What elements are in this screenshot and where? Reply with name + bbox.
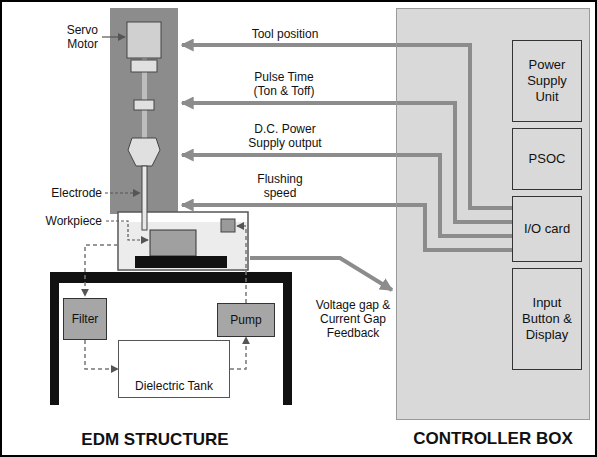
- callout-label: Servo Motor: [50, 23, 98, 51]
- flush-nozzle: [221, 219, 235, 232]
- table-leg: [50, 283, 59, 405]
- feedback-line: [250, 258, 392, 290]
- work-tank: [118, 212, 248, 270]
- module-label: Input Button & Display: [517, 295, 577, 343]
- base-plate: [135, 256, 227, 268]
- section-heading: EDM STRUCTURE: [55, 430, 255, 450]
- callout-label: Electrode: [44, 186, 102, 200]
- module-box: PSOC: [512, 128, 582, 190]
- label-box: Voltage gap & Current Gap Feedback: [312, 298, 394, 340]
- tank-box: Dielectric Tank: [118, 340, 230, 398]
- electrode: [142, 166, 147, 230]
- label-box: Flushing speed: [250, 172, 310, 200]
- flow-arrow: [230, 337, 246, 369]
- label-box: D.C. Power Supply output: [240, 122, 330, 150]
- unit-label: Pump: [230, 313, 261, 327]
- spindle-block: [134, 100, 154, 110]
- label-box: Servo Motor: [50, 23, 98, 51]
- leader-lines: [102, 37, 148, 240]
- module-label: I/O card: [524, 221, 570, 237]
- label-box: Pulse Time (Ton & Toff): [245, 70, 323, 98]
- filter-box: Filter: [63, 298, 107, 340]
- table-top: [50, 272, 292, 283]
- pump-box: Pump: [217, 303, 275, 337]
- signal-label: D.C. Power Supply output: [240, 122, 330, 150]
- signal-line: [182, 155, 512, 236]
- signal-label: Voltage gap & Current Gap Feedback: [312, 298, 394, 340]
- table-leg: [283, 283, 292, 405]
- servo-motor: [127, 22, 161, 58]
- coupling: [131, 60, 157, 72]
- flush-line: [85, 245, 118, 296]
- unit-label: Filter: [72, 312, 99, 326]
- module-box: Input Button & Display: [512, 268, 582, 370]
- workpiece: [150, 230, 196, 256]
- flow-arrow: [85, 340, 118, 369]
- label-box: Workpiece: [40, 214, 102, 228]
- module-box: I/O card: [512, 196, 582, 262]
- label-box: Electrode: [44, 186, 102, 200]
- signal-line: [182, 205, 512, 250]
- controller-box: CONTROLLER BOXPower Supply UnitPSOCI/O c…: [396, 8, 590, 420]
- signal-lines: [182, 45, 512, 290]
- leader-line: [105, 192, 140, 193]
- flush-line: [237, 226, 246, 303]
- flush-lines: [85, 226, 246, 303]
- module-label: Power Supply Unit: [517, 57, 577, 105]
- signal-label: Flushing speed: [250, 172, 310, 200]
- callout-label: Workpiece: [40, 214, 102, 228]
- box-heading: CONTROLLER BOX: [397, 429, 589, 449]
- module-box: Power Supply Unit: [512, 40, 582, 122]
- leader-line: [106, 221, 148, 240]
- label-box: Tool position: [235, 27, 335, 41]
- label-box: EDM STRUCTURE: [55, 430, 255, 450]
- module-label: PSOC: [529, 151, 566, 167]
- signal-label: Pulse Time (Ton & Toff): [245, 70, 323, 98]
- leader-line: [102, 36, 125, 37]
- signal-line: [182, 45, 512, 208]
- unit-label: Dielectric Tank: [135, 379, 213, 393]
- signal-label: Tool position: [235, 27, 335, 41]
- electrode-holder: [128, 138, 160, 166]
